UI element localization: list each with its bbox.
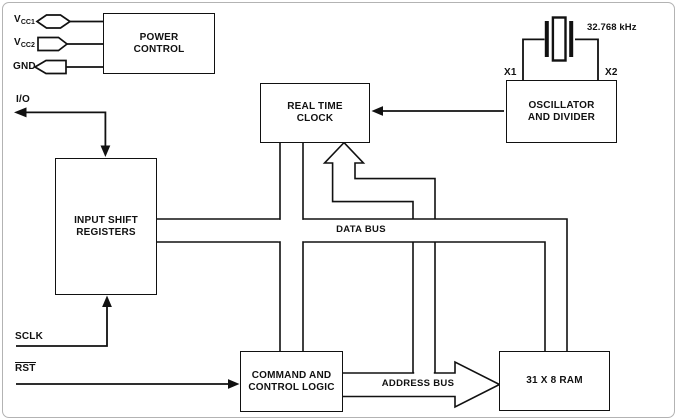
data-bus-band xyxy=(155,218,568,353)
junction-eraser xyxy=(414,371,434,376)
crystal-icon xyxy=(544,16,574,62)
crystal-frequency-label: 32.768 kHz xyxy=(587,22,637,33)
block-label: COMMAND AND xyxy=(251,369,332,381)
sclk-wire xyxy=(16,305,108,347)
block-label: CONTROL xyxy=(133,43,185,55)
rtc-bus-arrow xyxy=(322,141,436,374)
rtc-ccl-bus-band xyxy=(279,141,304,353)
x1-label: X1 xyxy=(504,67,517,78)
io-label: I/O xyxy=(16,93,30,105)
rst-label: RST xyxy=(15,362,36,374)
rst-arrowhead-right xyxy=(228,379,240,389)
osc-arrowhead-left xyxy=(371,106,383,116)
gnd-label: GND xyxy=(13,61,36,72)
sclk-arrowhead-up xyxy=(102,295,112,307)
block-oscillator-divider: OSCILLATOR AND DIVIDER xyxy=(506,80,617,143)
block-input-shift-registers: INPUT SHIFT REGISTERS xyxy=(55,158,157,295)
block-label: CLOCK xyxy=(296,113,334,124)
io-wire xyxy=(25,111,107,147)
junction-eraser xyxy=(278,219,305,242)
block-ram: 31 X 8 RAM xyxy=(499,351,610,411)
vcc2-label: VCC2 xyxy=(14,36,35,49)
vcc2-pin-icon xyxy=(37,36,69,52)
block-real-time-clock: REAL TIME CLOCK xyxy=(260,83,370,143)
block-label: REGISTERS xyxy=(76,226,136,238)
data-bus-label: DATA BUS xyxy=(336,224,386,235)
block-power-control: POWER CONTROL xyxy=(103,13,215,74)
address-bus-label: ADDRESS BUS xyxy=(381,378,455,389)
block-command-control-logic: COMMAND AND CONTROL LOGIC xyxy=(240,351,343,412)
io-arrowhead-left xyxy=(14,107,27,118)
crystal-lead-left xyxy=(522,38,545,80)
gnd-pin-icon xyxy=(33,59,67,75)
block-label: INPUT SHIFT xyxy=(74,214,138,226)
x2-label: X2 xyxy=(605,67,618,78)
block-label: 31 X 8 RAM xyxy=(526,375,583,386)
address-bus-band xyxy=(341,360,502,409)
block-label: AND DIVIDER xyxy=(527,111,596,123)
block-label: REAL TIME xyxy=(287,101,343,112)
vcc1-label: VCC1 xyxy=(14,14,35,26)
block-label: CONTROL LOGIC xyxy=(248,381,335,393)
vcc1-pin-icon xyxy=(35,14,72,29)
block-label: OSCILLATOR xyxy=(528,99,595,111)
block-label: POWER xyxy=(139,31,179,43)
crystal-lead-right xyxy=(575,38,599,80)
io-arrowhead-down xyxy=(100,145,111,157)
sclk-label: SCLK xyxy=(15,331,44,342)
